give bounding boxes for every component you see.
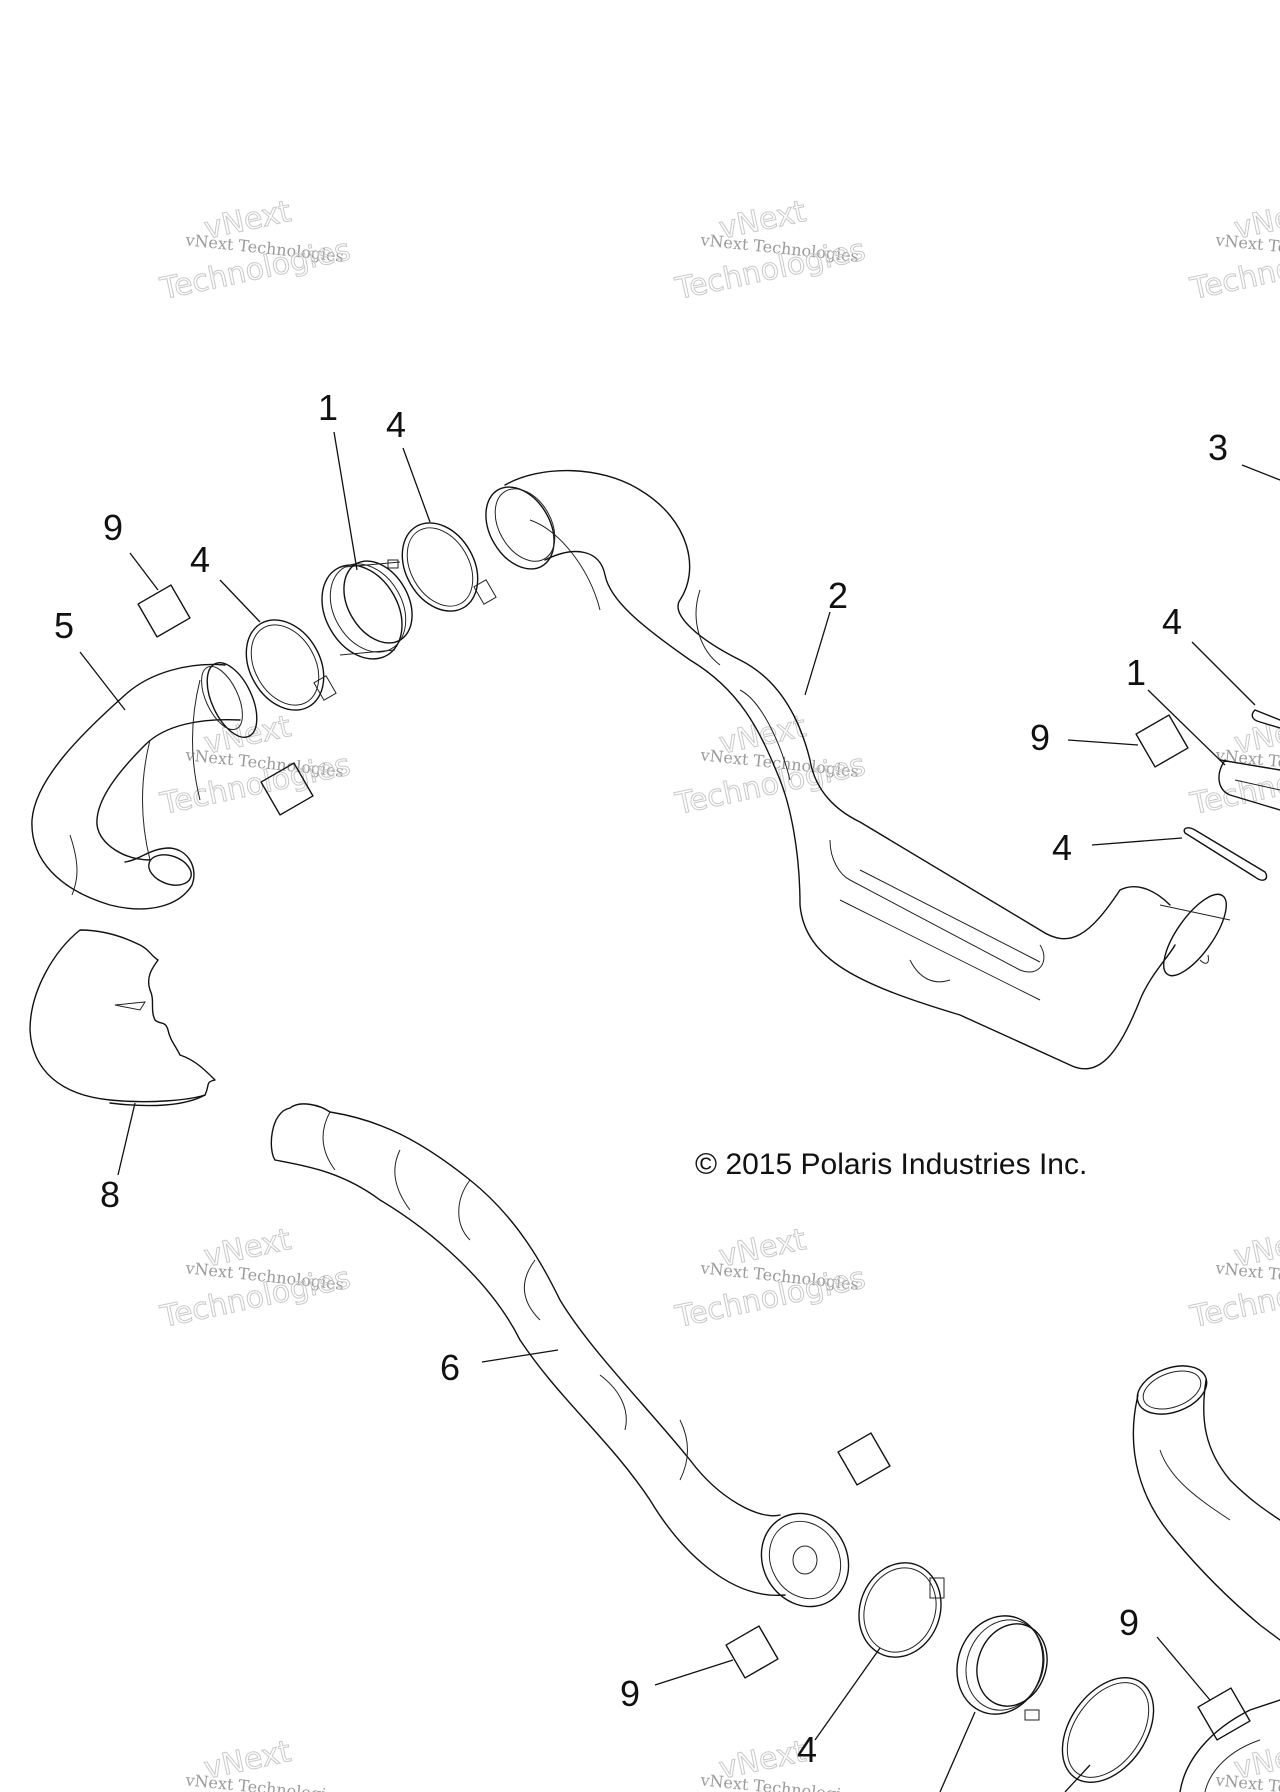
clamp-part-4-lower <box>858 1562 945 1658</box>
watermark: vNext vNext Technologies Technologies <box>671 194 869 308</box>
watermark: vNext vNext Technologies Technologies <box>1186 194 1280 308</box>
watermark: vNext vNext Technologies <box>1214 1734 1280 1792</box>
callout-9: 9 <box>103 507 123 548</box>
clamp-part-4-bottom-right <box>1061 1677 1155 1783</box>
copyright-notice: © 2015 Polaris Industries Inc. <box>695 1148 1087 1181</box>
clamp-part-4-right-lower <box>1183 827 1268 881</box>
callout-3: 3 <box>1208 427 1228 468</box>
clamp-part-4-right-upper <box>1251 709 1280 729</box>
callout-1: 1 <box>1126 652 1146 693</box>
watermark: vNext vNext Technologies Technologies <box>671 1222 869 1336</box>
coupler-part-1-lower <box>956 1615 1048 1721</box>
callout-9: 9 <box>620 1673 640 1714</box>
callout-6: 6 <box>440 1347 460 1388</box>
coupler-part-1-right <box>1218 759 1280 811</box>
callout-9: 9 <box>1119 1602 1139 1643</box>
callout-4: 4 <box>190 539 210 580</box>
callout-1: 1 <box>318 387 338 428</box>
watermark: vNext vNext Technologies Technologies <box>156 709 354 823</box>
callout-4: 4 <box>386 404 406 445</box>
duct-part-2 <box>485 469 1231 1070</box>
clamp-part-4-upper <box>401 522 497 612</box>
callout-5: 5 <box>54 605 74 646</box>
callout-8: 8 <box>100 1174 120 1215</box>
callout-2: 2 <box>828 575 848 616</box>
watermark: vNext vNext Technologies <box>184 1734 345 1792</box>
watermark: vNext vNext Technologies Technologies <box>1186 1222 1280 1336</box>
callout-9: 9 <box>1030 717 1050 758</box>
duct-bottom-right <box>1132 1365 1280 1792</box>
duct-part-5 <box>31 662 258 910</box>
leader-lines <box>79 431 1280 1792</box>
callout-4: 4 <box>1162 601 1182 642</box>
watermarks: vNext vNext Technologies Technologies vN… <box>156 194 1280 1792</box>
duct-part-6 <box>270 1103 850 1608</box>
callout-4: 4 <box>797 1729 817 1770</box>
callout-4: 4 <box>1052 827 1072 868</box>
decals-part-9 <box>137 584 1251 1741</box>
shield-part-8 <box>29 929 216 1107</box>
watermark: vNext vNext Technologies Technologies <box>156 194 354 308</box>
coupler-part-1-left <box>321 559 413 660</box>
watermark: vNext vNext Technologies <box>699 1734 860 1792</box>
watermark: vNext vNext Technologies Technologies <box>156 1222 354 1336</box>
callouts: 1 4 9 4 5 2 3 4 1 9 4 8 6 9 4 9 <box>54 387 1228 1770</box>
svg-text:vNext Technologies: vNext Technologies <box>1214 1770 1280 1792</box>
clamp-part-4-left <box>245 619 337 711</box>
